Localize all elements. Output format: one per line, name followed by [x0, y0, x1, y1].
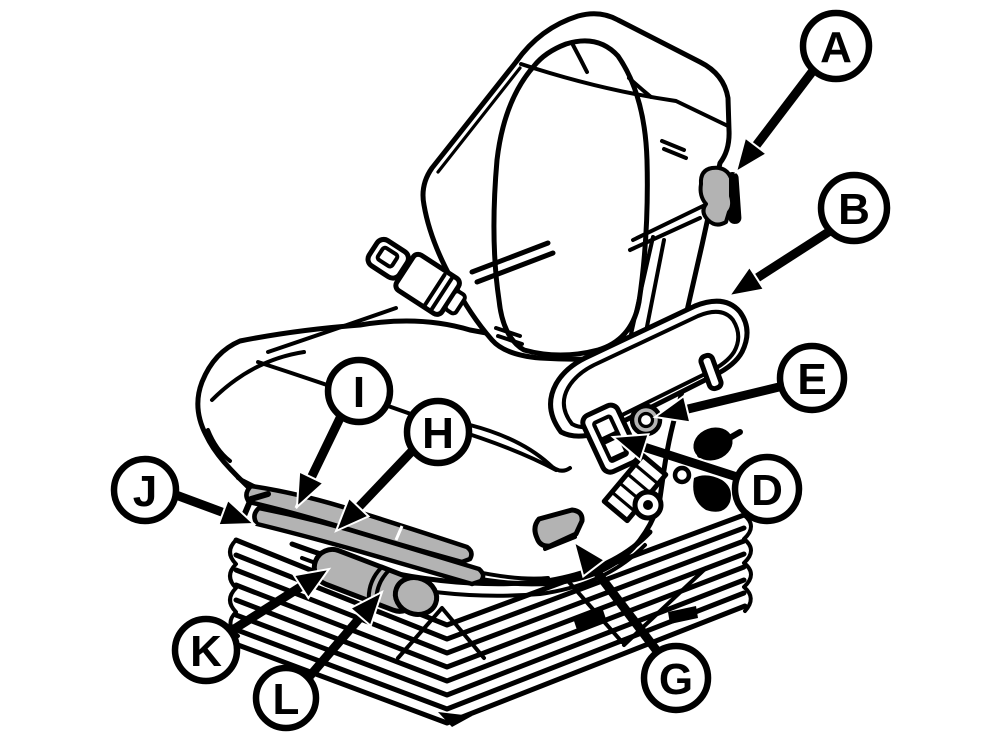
- callout-B: B: [726, 171, 891, 298]
- callout-arrow-head: [216, 498, 257, 527]
- callout-H: H: [334, 397, 473, 533]
- callout-letter: E: [797, 355, 826, 404]
- callout-arrow-shaft: [680, 382, 781, 416]
- callout-G: G: [572, 539, 712, 714]
- callout-arrow-head: [334, 496, 371, 533]
- callout-letter: H: [422, 409, 454, 458]
- callout-J: J: [110, 455, 257, 527]
- callout-arrow-shaft: [174, 490, 231, 519]
- slide-lever: [532, 507, 585, 551]
- callout-circle: [799, 9, 873, 83]
- callout-arrow-head: [734, 135, 769, 175]
- callout-letter: D: [751, 466, 783, 515]
- callout-letter: G: [659, 655, 693, 704]
- armrest: [548, 298, 750, 524]
- armrest-slot: [698, 352, 724, 392]
- callout-letter: K: [190, 627, 222, 676]
- callout-A: A: [734, 9, 873, 175]
- callout-I: I: [295, 356, 394, 510]
- callout-L: L: [252, 589, 384, 732]
- callout-letter: L: [273, 675, 300, 724]
- tilt-latch-J: [240, 491, 271, 521]
- callout-circle: [731, 453, 803, 525]
- callout-letter: B: [838, 185, 870, 234]
- callout-letter: A: [820, 23, 852, 72]
- callout-circle: [252, 664, 320, 732]
- lever-H: [252, 505, 486, 587]
- callout-arrow-head: [295, 469, 326, 510]
- seatbelt-buckle: [365, 236, 556, 346]
- callout-arrow-head: [610, 433, 650, 462]
- callout-arrow-shaft: [351, 446, 417, 515]
- callout-arrow-head: [348, 589, 384, 628]
- callout-K: K: [171, 567, 332, 685]
- callout-D: D: [610, 433, 803, 525]
- callout-E: E: [652, 342, 848, 424]
- callout-circle: [110, 455, 180, 525]
- callout-arrow-shaft: [228, 579, 309, 635]
- callout-arrow-shaft: [748, 69, 816, 154]
- callout-arrow-head: [652, 394, 692, 424]
- callout-circle: [640, 642, 712, 714]
- callout-letter: J: [133, 467, 157, 516]
- seat-backrest: [420, 11, 732, 362]
- callout-arrow-shaft: [586, 560, 661, 654]
- callout-circle: [776, 342, 848, 414]
- callout-layer: A B E D I H J K L G: [110, 9, 891, 732]
- armrest-round-knob: [629, 403, 663, 437]
- callout-circle: [403, 397, 473, 467]
- callout-circle: [171, 615, 241, 685]
- lever-knob-L: [392, 575, 440, 617]
- callout-arrow-head: [726, 264, 766, 298]
- callout-arrow-shaft: [749, 227, 833, 286]
- callout-arrow-head: [572, 539, 607, 579]
- callout-arrow-shaft: [304, 414, 346, 485]
- callout-circle: [817, 171, 891, 245]
- callout-arrow-shaft: [637, 441, 739, 482]
- callout-circle: [324, 356, 394, 426]
- callout-arrow-shaft: [305, 609, 368, 680]
- callout-arrow-head: [292, 567, 332, 600]
- front-lever-cluster: [240, 483, 486, 617]
- recline-knob: [628, 165, 742, 252]
- armrest-rocker-switch: [580, 402, 641, 475]
- callout-letter: I: [353, 368, 365, 417]
